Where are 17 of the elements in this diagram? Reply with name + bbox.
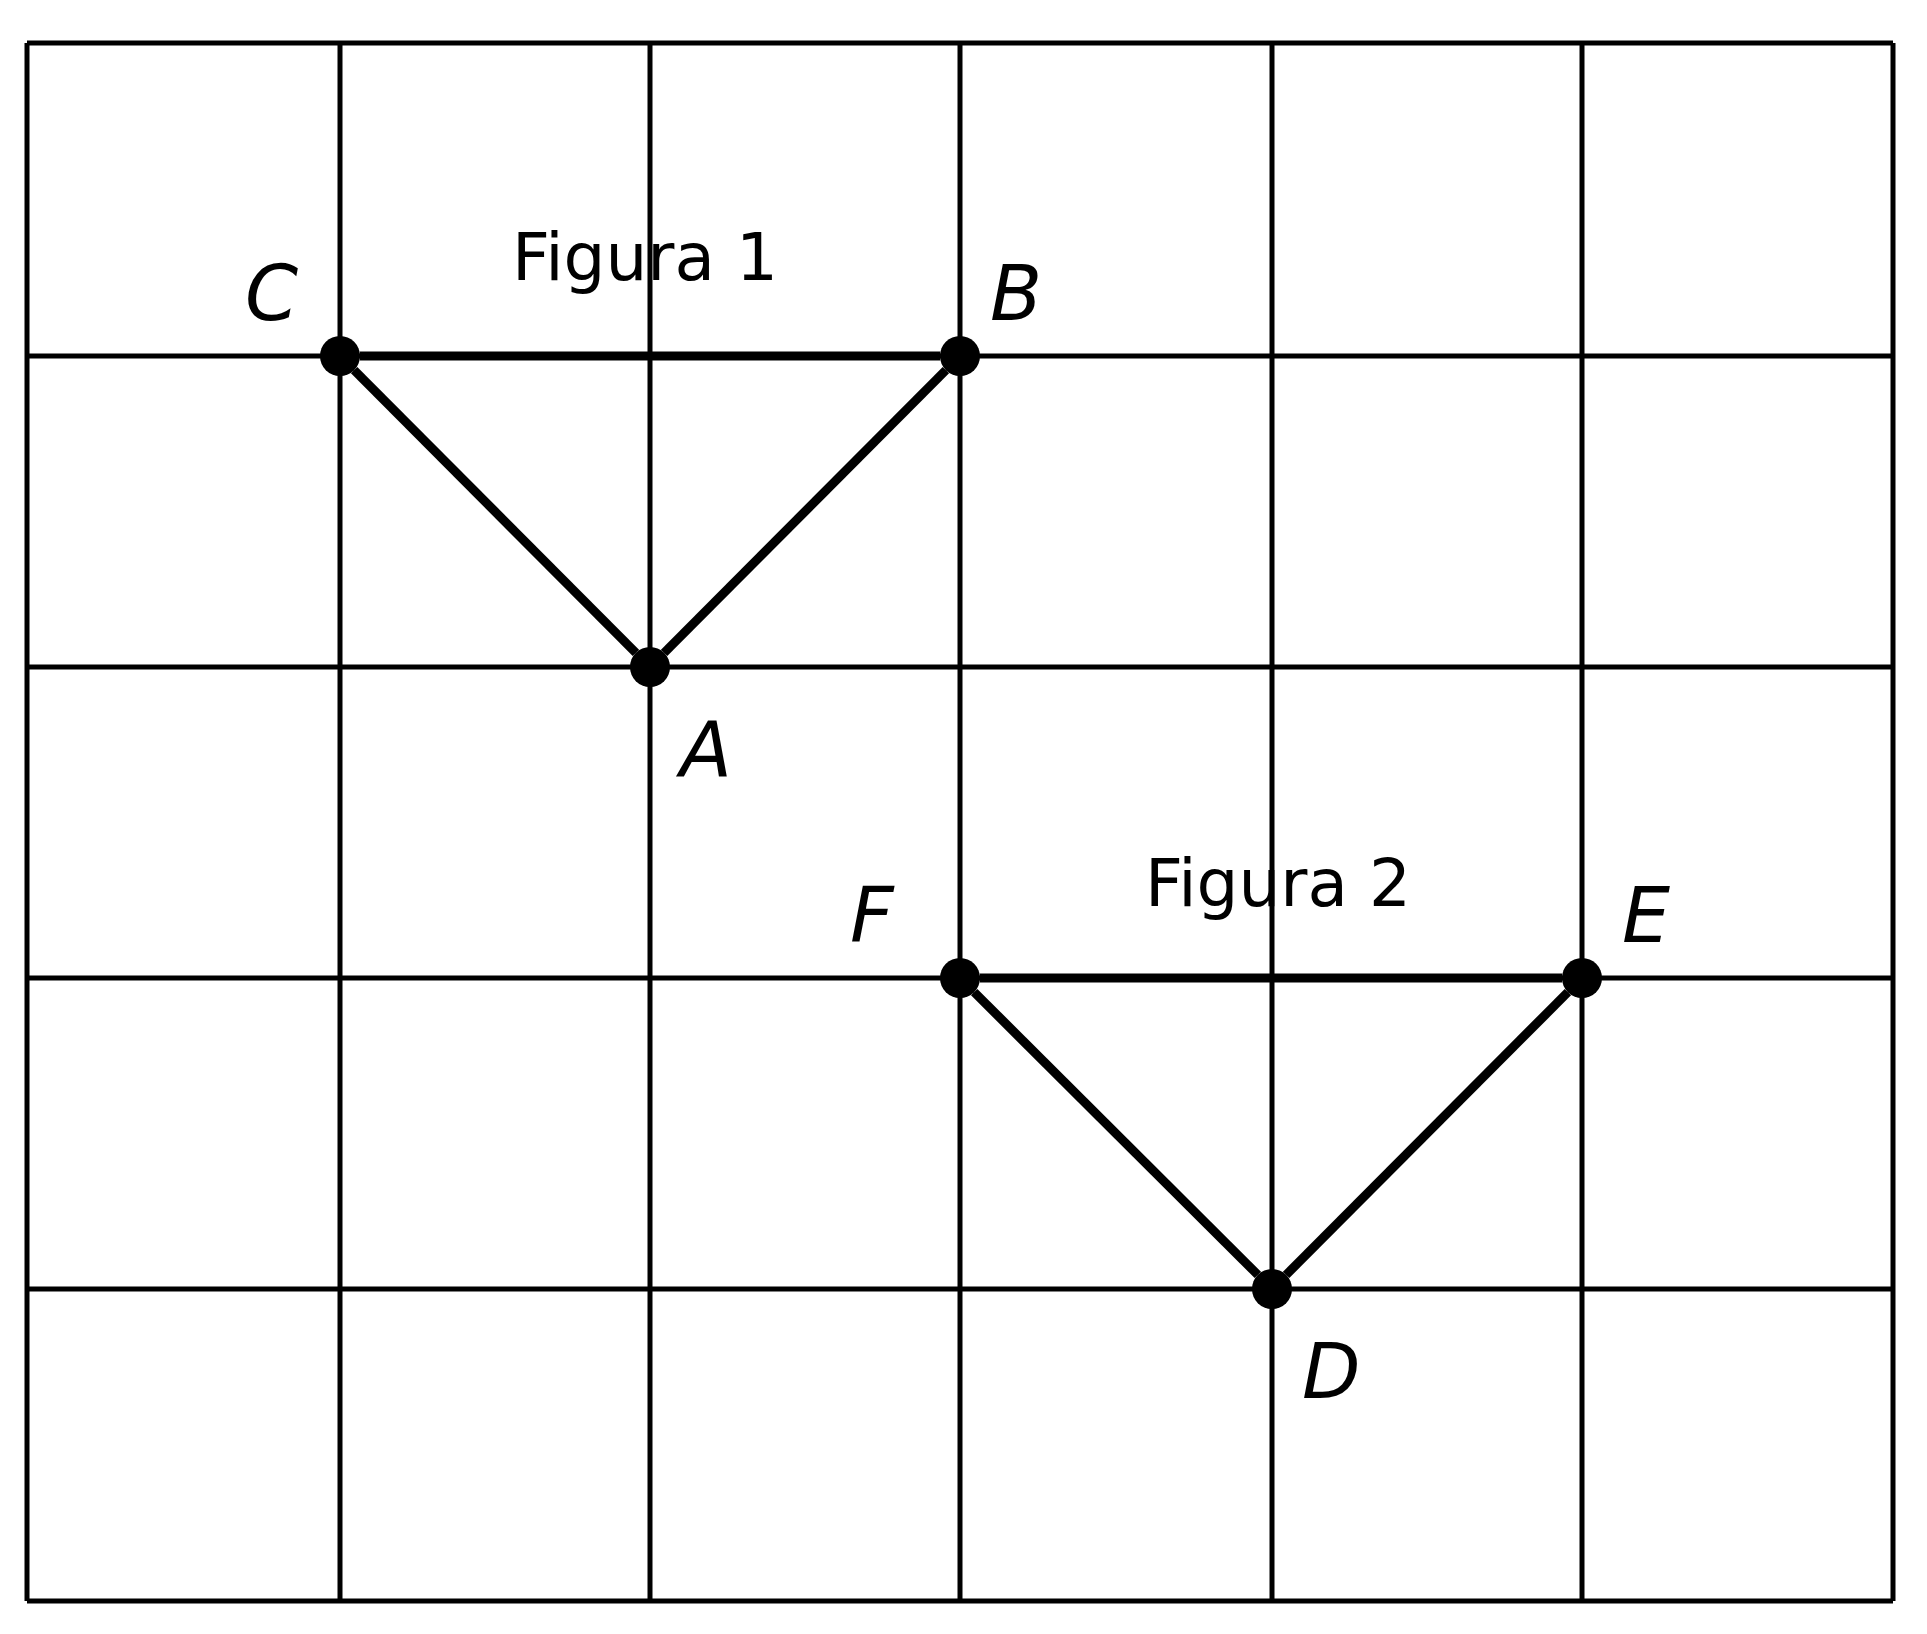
point-dot: [320, 336, 360, 376]
point-label: C: [245, 256, 299, 332]
segment: [350, 367, 640, 656]
point-label: B: [990, 256, 1043, 332]
point-dot: [630, 647, 670, 687]
point-dot: [940, 336, 980, 376]
segment: [980, 973, 1562, 983]
point-label: F: [850, 878, 894, 954]
point-dot: [1252, 1269, 1292, 1309]
point-label: E: [1622, 878, 1671, 954]
segment: [360, 351, 940, 361]
point-label: D: [1302, 1334, 1361, 1410]
segment: [1282, 989, 1572, 1278]
segment: [971, 988, 1261, 1279]
point-dot: [940, 958, 980, 998]
point-dot: [1562, 958, 1602, 998]
segment: [660, 367, 950, 656]
